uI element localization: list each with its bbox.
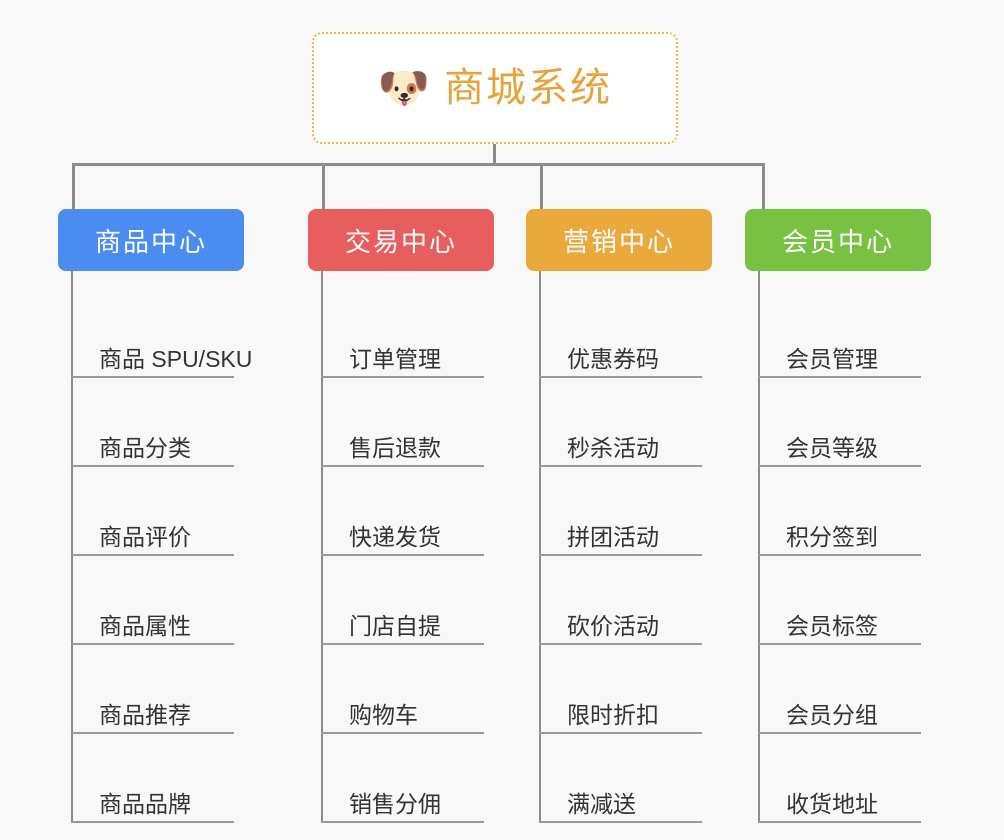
leaf-label: 售后退款 [349, 434, 441, 461]
leaf-label: 会员管理 [786, 345, 878, 372]
leaf-label: 商品 SPU/SKU [99, 345, 253, 372]
leaf-item[interactable]: 会员分组 [758, 645, 921, 734]
branch-header-member-center[interactable]: 会员中心 [745, 209, 931, 271]
leaf-item[interactable]: 商品分类 [71, 378, 234, 467]
leaf-label: 商品品牌 [99, 790, 191, 817]
leaf-item[interactable]: 砍价活动 [539, 556, 702, 645]
leaf-label: 会员分组 [786, 701, 878, 728]
leaf-label: 会员标签 [786, 612, 878, 639]
leaf-label: 商品推荐 [99, 701, 191, 728]
leaf-label: 销售分佣 [349, 790, 441, 817]
leaf-item[interactable]: 满减送 [539, 734, 702, 823]
leaf-item[interactable]: 优惠券码 [539, 289, 702, 378]
leaf-item[interactable]: 商品品牌 [71, 734, 234, 823]
leaf-item[interactable]: 秒杀活动 [539, 378, 702, 467]
branch-spine [758, 271, 760, 823]
leaf-item[interactable]: 商品属性 [71, 556, 234, 645]
branch-spine [71, 271, 73, 823]
leaf-label: 购物车 [349, 701, 418, 728]
leaf-item[interactable]: 积分签到 [758, 467, 921, 556]
leaf-label: 快递发货 [349, 523, 441, 550]
connector-bus [72, 163, 765, 166]
leaf-item[interactable]: 拼团活动 [539, 467, 702, 556]
branch-header-product-center[interactable]: 商品中心 [58, 209, 244, 271]
leaf-item[interactable]: 商品推荐 [71, 645, 234, 734]
leaf-label: 订单管理 [349, 345, 441, 372]
root-node-mall-system[interactable]: 🐶 商城系统 [312, 32, 678, 144]
leaf-label: 满减送 [567, 790, 636, 817]
leaf-item[interactable]: 购物车 [321, 645, 484, 734]
leaf-label: 门店自提 [349, 612, 441, 639]
root-node-title: 商城系统 [444, 66, 613, 110]
leaf-label: 商品分类 [99, 434, 191, 461]
connector-stem [493, 144, 496, 166]
leaf-item[interactable]: 会员管理 [758, 289, 921, 378]
leaf-item[interactable]: 销售分佣 [321, 734, 484, 823]
leaf-item[interactable]: 收货地址 [758, 734, 921, 823]
branch-column-trade-center: 交易中心 订单管理 售后退款 快递发货 门店自提 购物车 销售分佣 [308, 209, 494, 823]
branch-body-member-center: 会员管理 会员等级 积分签到 会员标签 会员分组 收货地址 [758, 271, 931, 823]
branch-spine [321, 271, 323, 823]
branch-body-trade-center: 订单管理 售后退款 快递发货 门店自提 购物车 销售分佣 [321, 271, 494, 823]
leaf-item[interactable]: 订单管理 [321, 289, 484, 378]
leaf-label: 优惠券码 [567, 345, 659, 372]
leaf-item[interactable]: 售后退款 [321, 378, 484, 467]
leaf-label: 商品评价 [99, 523, 191, 550]
branch-column-member-center: 会员中心 会员管理 会员等级 积分签到 会员标签 会员分组 收货地址 [745, 209, 931, 823]
leaf-item[interactable]: 会员等级 [758, 378, 921, 467]
shiba-dog-face-icon: 🐶 [377, 64, 431, 111]
branch-column-product-center: 商品中心 商品 SPU/SKU 商品分类 商品评价 商品属性 商品推荐 商品品牌 [58, 209, 252, 823]
connector-drop-2 [322, 163, 325, 209]
leaf-label: 积分签到 [786, 523, 878, 550]
leaf-label: 限时折扣 [567, 701, 659, 728]
leaf-item[interactable]: 限时折扣 [539, 645, 702, 734]
branch-header-marketing-center[interactable]: 营销中心 [526, 209, 712, 271]
leaf-label: 收货地址 [786, 790, 878, 817]
leaf-label: 拼团活动 [567, 523, 659, 550]
branch-spine [539, 271, 541, 823]
leaf-item[interactable]: 快递发货 [321, 467, 484, 556]
leaf-label: 会员等级 [786, 434, 878, 461]
leaf-item[interactable]: 会员标签 [758, 556, 921, 645]
leaf-label: 秒杀活动 [567, 434, 659, 461]
branch-column-marketing-center: 营销中心 优惠券码 秒杀活动 拼团活动 砍价活动 限时折扣 满减送 [526, 209, 712, 823]
connector-drop-1 [72, 163, 75, 209]
connector-drop-4 [762, 163, 765, 209]
leaf-item[interactable]: 门店自提 [321, 556, 484, 645]
connector-drop-3 [540, 163, 543, 209]
branch-body-product-center: 商品 SPU/SKU 商品分类 商品评价 商品属性 商品推荐 商品品牌 [71, 271, 252, 823]
leaf-item[interactable]: 商品评价 [71, 467, 234, 556]
leaf-item[interactable]: 商品 SPU/SKU [71, 289, 252, 378]
leaf-label: 商品属性 [99, 612, 191, 639]
branch-body-marketing-center: 优惠券码 秒杀活动 拼团活动 砍价活动 限时折扣 满减送 [539, 271, 712, 823]
branch-header-trade-center[interactable]: 交易中心 [308, 209, 494, 271]
leaf-label: 砍价活动 [567, 612, 659, 639]
